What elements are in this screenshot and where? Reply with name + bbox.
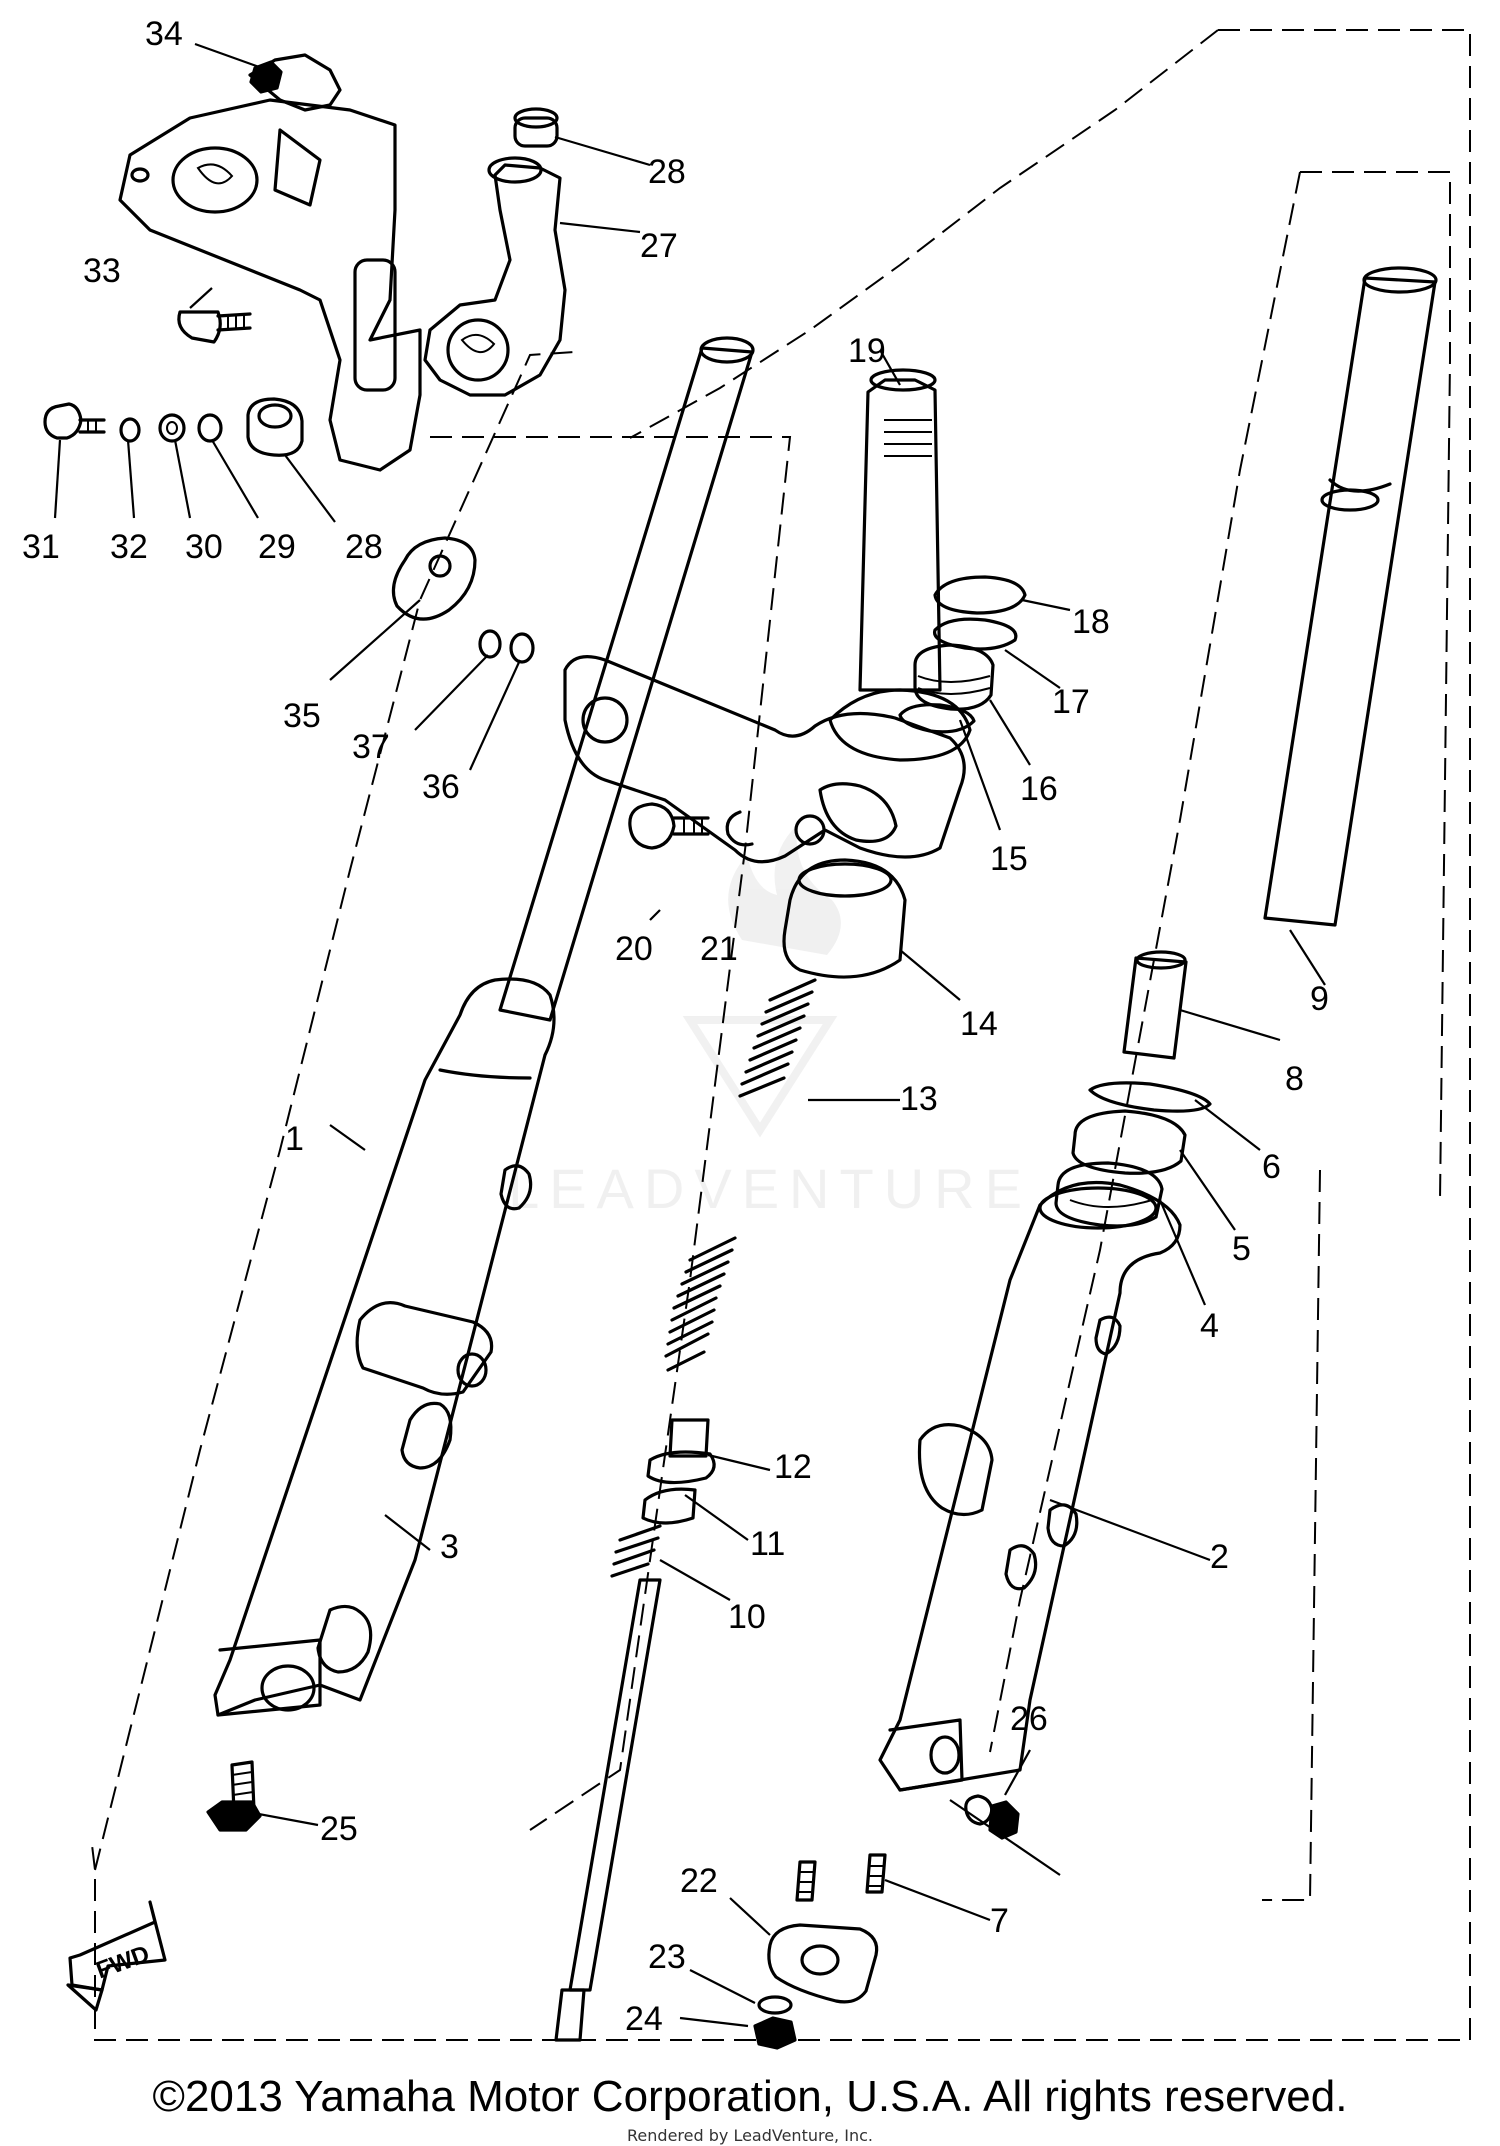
callout-35: 35 — [283, 697, 321, 735]
callout-5: 5 — [1232, 1230, 1251, 1268]
part-26-bolt — [964, 1794, 1020, 1840]
callout-31: 31 — [22, 528, 60, 566]
callout-20: 20 — [615, 930, 653, 968]
callout-18: 18 — [1072, 603, 1110, 641]
part-14-cover — [782, 858, 907, 979]
callout-37: 37 — [352, 728, 390, 766]
callout-24: 24 — [625, 2000, 663, 2038]
callout-28-bottom: 28 — [345, 528, 383, 566]
callout-2: 2 — [1210, 1538, 1229, 1576]
right-seal-set — [1054, 1081, 1212, 1228]
headlight-bracket-assembly — [118, 53, 567, 472]
callout-34: 34 — [145, 15, 183, 53]
seal-set — [898, 575, 1027, 734]
part-2-outer-tube — [878, 1181, 1182, 1792]
callout-labels: 1 2 3 4 5 6 7 8 9 10 11 12 13 14 15 16 1… — [22, 15, 1329, 2038]
callout-26: 26 — [1010, 1700, 1048, 1738]
callout-4: 4 — [1200, 1307, 1219, 1345]
callout-28-top: 28 — [648, 153, 686, 191]
callout-30: 30 — [185, 528, 223, 566]
leadventure-watermark: LEADVENTURE — [508, 825, 1032, 1220]
callout-17: 17 — [1052, 683, 1090, 721]
fwd-arrow-icon: FWD — [66, 1900, 167, 2012]
part-33-bolt — [177, 310, 252, 344]
callout-19: 19 — [848, 332, 886, 370]
callout-27: 27 — [640, 227, 678, 265]
part-25-drain-bolt — [206, 1760, 262, 1832]
callout-32: 32 — [110, 528, 148, 566]
part-3-outer-tube — [213, 977, 556, 1717]
callout-12: 12 — [774, 1448, 812, 1486]
callout-11: 11 — [750, 1525, 785, 1563]
part-1-inner-tube — [498, 336, 755, 1022]
callout-29: 29 — [258, 528, 296, 566]
callout-22: 22 — [680, 1862, 718, 1900]
callout-leaders — [53, 42, 1326, 2028]
watermark-text: LEADVENTURE — [508, 1157, 1032, 1220]
callout-6: 6 — [1262, 1148, 1281, 1186]
axle-holder-set — [753, 1923, 879, 2050]
part-13-spring — [738, 978, 817, 1098]
callout-36: 36 — [422, 768, 460, 806]
callout-21: 21 — [700, 930, 738, 968]
rendered-by-credit: Rendered by LeadVenture, Inc. — [627, 2126, 873, 2145]
callout-8: 8 — [1285, 1060, 1304, 1098]
part-7-studs — [795, 1853, 887, 1902]
callout-10: 10 — [728, 1598, 766, 1636]
part-9-fork-tube — [1263, 266, 1438, 927]
callout-23: 23 — [648, 1938, 686, 1976]
copyright-notice: ©2013 Yamaha Motor Corporation, U.S.A. A… — [152, 2072, 1348, 2121]
callout-7: 7 — [990, 1902, 1009, 1940]
reflector-set — [391, 536, 535, 664]
damper-rod-assembly — [554, 1418, 716, 2042]
part-8-collar — [1122, 950, 1188, 1060]
callout-16: 16 — [1020, 770, 1058, 808]
callout-9: 9 — [1310, 980, 1329, 1018]
callout-1: 1 — [285, 1120, 304, 1158]
callout-14: 14 — [960, 1005, 998, 1043]
callout-33: 33 — [83, 252, 121, 290]
rebound-spring — [664, 1236, 737, 1372]
mount-hardware-set — [43, 397, 304, 457]
callout-3: 3 — [440, 1528, 459, 1566]
callout-25: 25 — [320, 1810, 358, 1848]
callout-15: 15 — [990, 840, 1028, 878]
under-bracket-stem — [563, 368, 972, 864]
callout-13: 13 — [900, 1080, 938, 1118]
